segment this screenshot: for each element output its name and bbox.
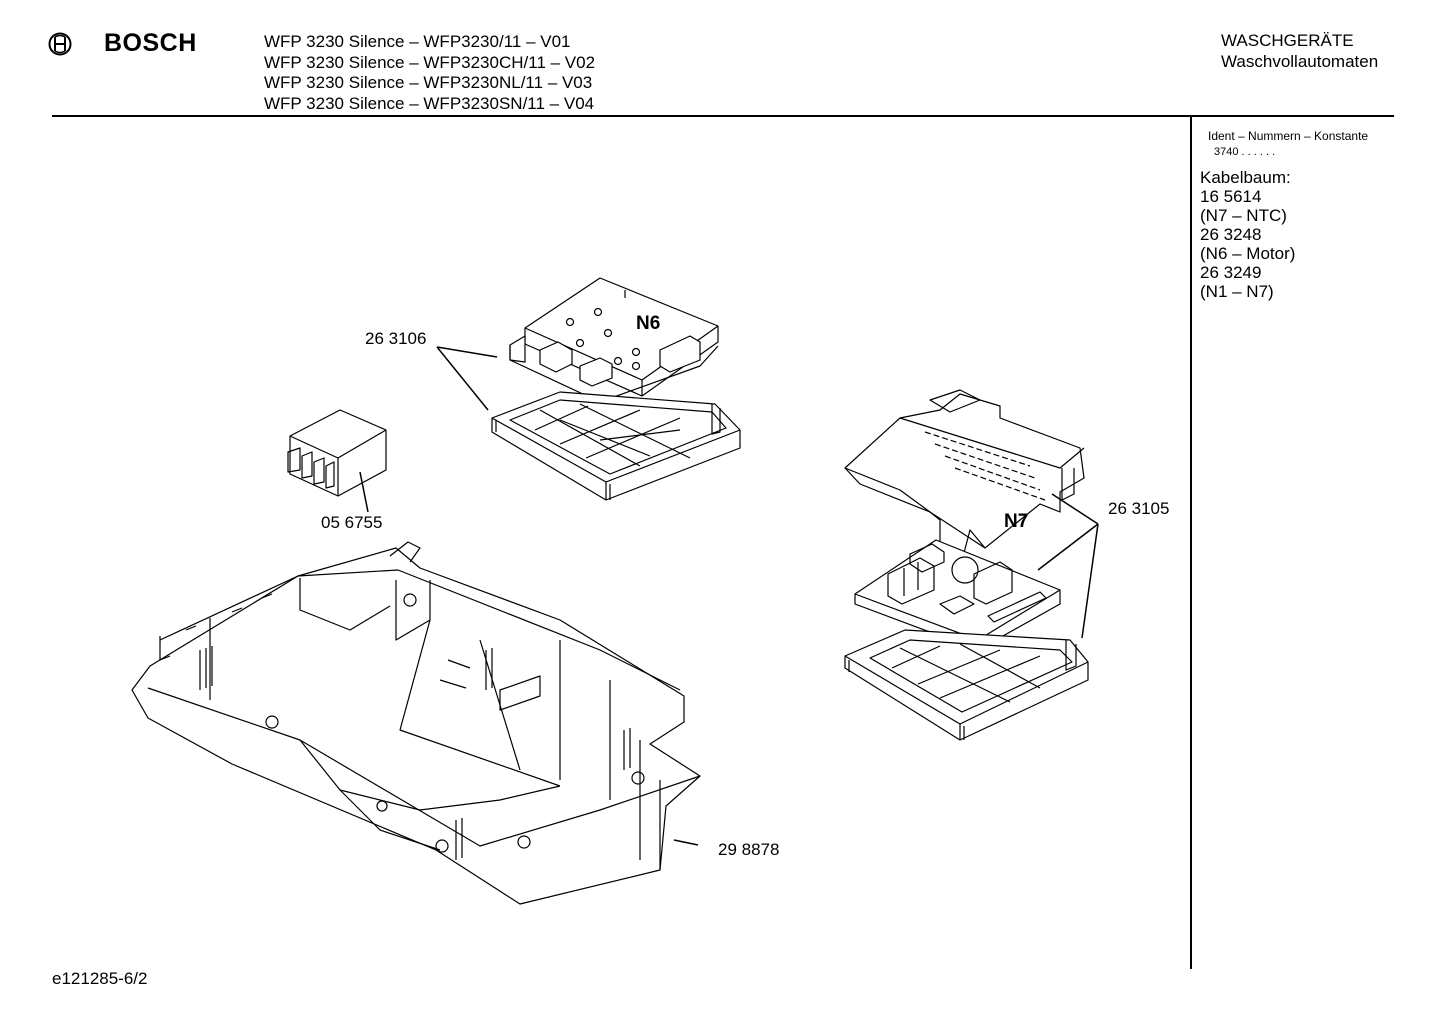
n7-module-cover <box>844 389 1085 569</box>
bosch-armature-icon <box>48 32 72 56</box>
part-number-298878: 29 8878 <box>718 840 780 859</box>
kabelbaum-line: 16 5614 <box>1200 187 1262 206</box>
ident-title: Ident – Nummern – Konstante <box>1208 129 1369 143</box>
leader-263105-a <box>1037 523 1099 571</box>
part-number-056755: 05 6755 <box>321 513 383 532</box>
leader-lines <box>359 346 1099 846</box>
kabelbaum-line: 26 3248 <box>1200 225 1262 244</box>
model-line: WFP 3230 Silence – WFP3230CH/11 – V02 <box>264 52 596 72</box>
leader-263105-b <box>1081 523 1099 639</box>
relay-component <box>287 409 387 497</box>
n7-base-tray <box>844 629 1089 741</box>
kabelbaum-line: (N7 – NTC) <box>1200 206 1287 225</box>
n7-circuit-board <box>854 539 1061 651</box>
sidebar-divider <box>1190 117 1192 969</box>
n6-base-tray <box>491 391 741 501</box>
header-divider <box>52 115 1394 117</box>
model-list: WFP 3230 Silence – WFP3230/11 – V01 WFP … <box>264 32 595 114</box>
part-number-263106: 26 3106 <box>365 329 427 348</box>
drawing-code: e121285-6/2 <box>52 969 148 988</box>
model-line: WFP 3230 Silence – WFP3230/11 – V01 <box>264 32 571 51</box>
brand-name: BOSCH <box>104 29 197 57</box>
leader-263106-a <box>436 346 498 358</box>
kabelbaum-line: (N6 – Motor) <box>1200 244 1296 263</box>
n6-module-cover <box>509 277 719 403</box>
kabelbaum-line: Kabelbaum: <box>1200 168 1291 187</box>
position-n6: N6 <box>636 313 661 334</box>
part-number-263105: 26 3105 <box>1108 499 1170 518</box>
position-n7: N7 <box>1004 511 1029 532</box>
kabelbaum-line: 26 3249 <box>1200 263 1262 282</box>
leader-298878 <box>673 839 699 846</box>
model-line: WFP 3230 Silence – WFP3230NL/11 – V03 <box>264 73 593 92</box>
leader-263106-b <box>436 346 489 411</box>
kabelbaum-line: (N1 – N7) <box>1200 282 1274 301</box>
category-block: WASCHGERÄTE Waschvollautomaten <box>1221 30 1378 72</box>
category-title: WASCHGERÄTE <box>1221 31 1354 50</box>
leader-263105-c <box>1051 493 1099 525</box>
leader-056755 <box>359 471 369 513</box>
base-frame <box>131 541 701 905</box>
model-line: WFP 3230 Silence – WFP3230SN/11 – V04 <box>264 93 595 113</box>
kabelbaum-list: Kabelbaum: 16 5614 (N7 – NTC) 26 3248 (N… <box>1200 168 1295 301</box>
ident-value: 3740 . . . . . . <box>1214 146 1276 158</box>
category-subtitle: Waschvollautomaten <box>1221 52 1379 71</box>
